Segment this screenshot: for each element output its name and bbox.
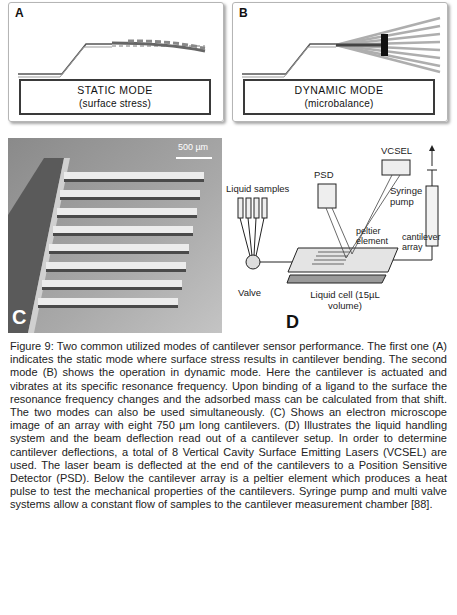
mass-block xyxy=(381,34,388,56)
peltier-element xyxy=(287,275,386,283)
static-cantilever xyxy=(18,41,205,77)
mode-title: STATIC MODE xyxy=(77,84,153,97)
psd-box xyxy=(318,184,336,208)
sample-tube xyxy=(240,218,264,256)
part-label: VCSEL xyxy=(381,146,421,157)
cantilever-array xyxy=(38,172,204,308)
sem-background xyxy=(8,138,222,333)
sample-vial xyxy=(254,198,259,218)
part-label: peltier element xyxy=(356,226,400,247)
vcsel-box xyxy=(382,160,410,175)
chip-outline xyxy=(18,44,112,74)
syringe-plunger xyxy=(427,170,437,186)
panel-letter: A xyxy=(15,6,24,20)
chip-outline xyxy=(242,47,336,77)
part-label: Valve xyxy=(238,288,278,299)
panel-letter: C xyxy=(12,306,36,329)
sample-vial xyxy=(262,198,267,218)
liquid-cell xyxy=(288,248,398,272)
scale-label: 500 µm xyxy=(168,142,218,152)
sem-image xyxy=(8,138,222,333)
part-label: PSD xyxy=(314,170,342,181)
mode-subtitle: (surface stress) xyxy=(79,97,151,110)
panel-letter: B xyxy=(239,6,248,20)
chip-outline xyxy=(18,47,112,77)
tube xyxy=(260,262,292,263)
dynamic-cantilever xyxy=(242,18,440,77)
panel-letter: D xyxy=(286,312,310,333)
mode-box: DYNAMIC MODE(microbalance) xyxy=(243,79,435,115)
mode-title: DYNAMIC MODE xyxy=(295,84,384,97)
vibration-fan xyxy=(336,18,440,72)
valve-symbol xyxy=(246,255,260,269)
molecule-layer xyxy=(128,41,205,48)
part-label: Liquid samples xyxy=(226,184,298,195)
chip-outline xyxy=(242,44,336,74)
panel-frame: A STATIC MODE(surface stress) xyxy=(8,2,224,122)
mode-subtitle: (microbalance) xyxy=(305,97,374,110)
cantilever xyxy=(336,44,384,47)
part-label: Syringe pump xyxy=(390,186,426,208)
flow-arrow xyxy=(432,148,433,166)
part-label: cantilever array xyxy=(402,232,452,253)
panel-frame: B DYNAMIC MODE(microbalance) xyxy=(232,2,448,122)
scale-bar xyxy=(176,157,212,159)
setup-schematic xyxy=(238,148,438,283)
part-label: Liquid cell (15µL volume) xyxy=(310,290,380,312)
figure-caption: Figure 9: Two common utilized modes of c… xyxy=(10,340,447,512)
sample-vial xyxy=(246,198,251,218)
mode-box: STATIC MODE(surface stress) xyxy=(19,79,211,115)
laser-beam xyxy=(326,175,400,258)
sample-vial xyxy=(238,198,243,218)
